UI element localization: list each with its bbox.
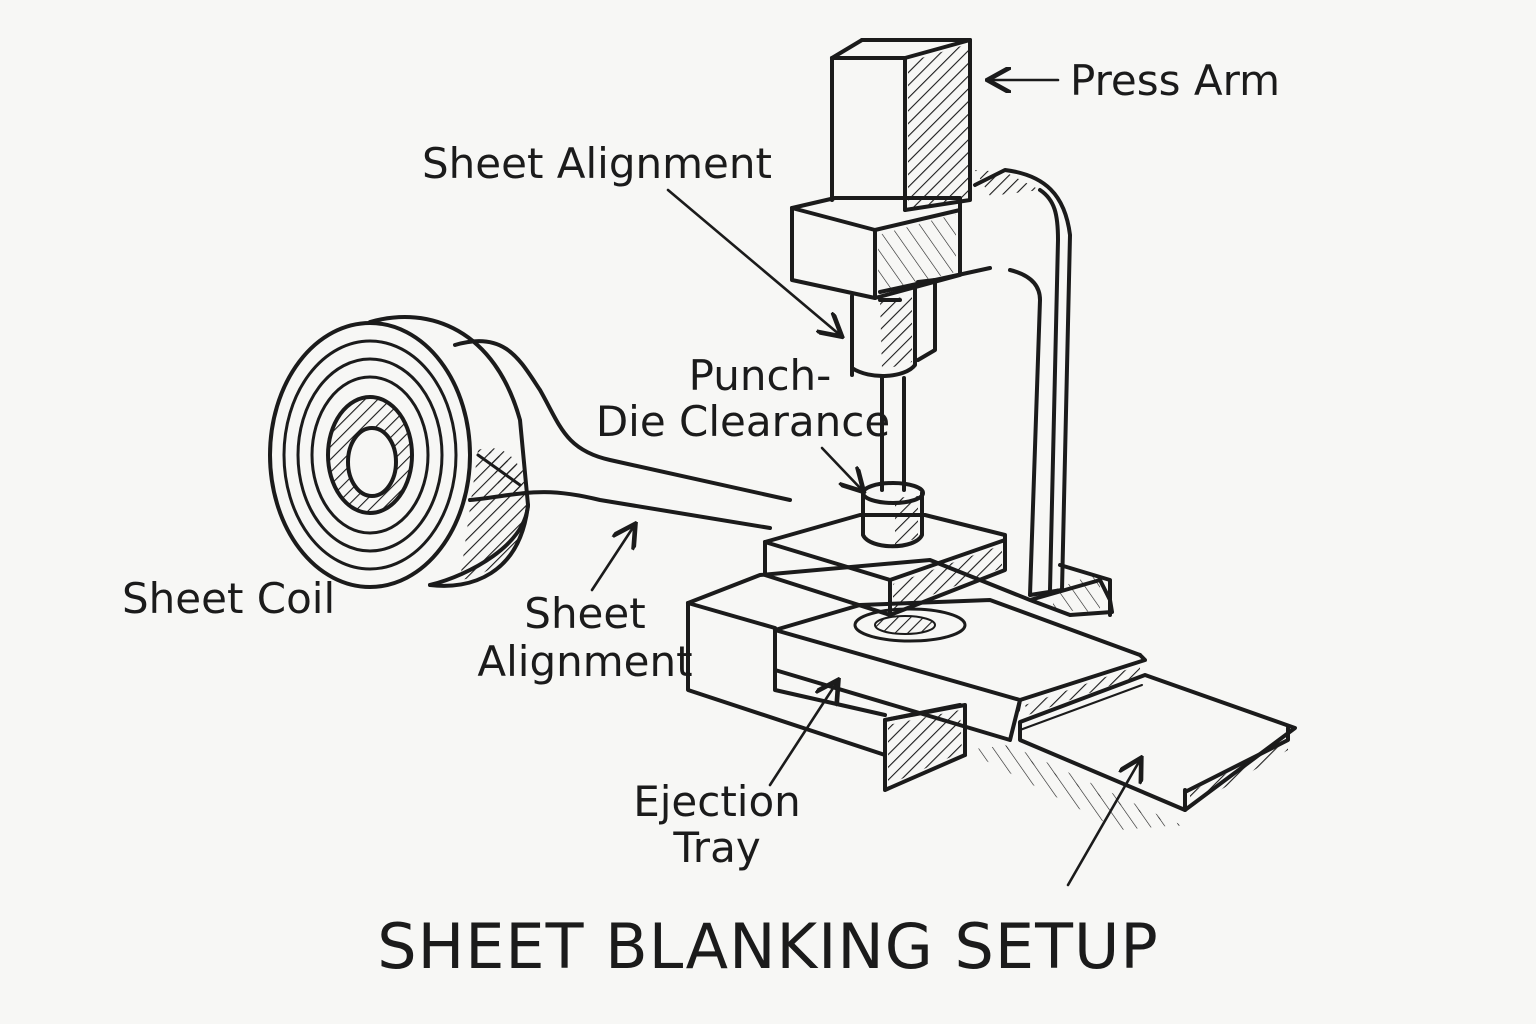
sheet-alignment-bottom-label-line1: Sheet [524, 589, 646, 638]
sheet-coil-label: Sheet Coil [122, 574, 336, 623]
blank-arrow [1066, 760, 1140, 887]
diagram-title: SHEET BLANKING SETUP [377, 910, 1159, 983]
press-frame [878, 168, 1100, 612]
ejection-tray [965, 673, 1297, 830]
sheet-coil [268, 315, 792, 589]
punch-die-clearance-arrow [820, 446, 862, 490]
leader-arrows [590, 80, 1140, 887]
sheet-alignment-top-arrow [666, 188, 840, 335]
press-arm-label: Press Arm [1070, 56, 1281, 105]
press-base [686, 558, 1114, 792]
ejection-tray-label-line1: Ejection [633, 777, 801, 826]
ejection-tray-label-line2: Tray [673, 823, 761, 872]
upper-die-block [763, 513, 1007, 617]
ram-head [790, 196, 962, 300]
die-block [773, 598, 1147, 742]
sheet-alignment-top-label: Sheet Alignment [422, 139, 772, 188]
sheet-alignment-bottom-label-line2: Alignment [477, 637, 693, 686]
punch-die-label-line1: Punch- [688, 351, 832, 400]
punch-die-label-line2: Die Clearance [595, 397, 891, 446]
ejection-tray-arrow [768, 682, 837, 787]
press-arm [830, 38, 972, 212]
sheet-alignment-bottom-arrow [590, 526, 634, 592]
lower-block [773, 668, 887, 717]
